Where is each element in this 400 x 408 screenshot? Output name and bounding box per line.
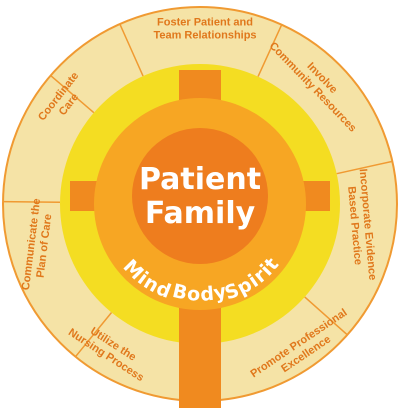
center-label-patient: Patient	[139, 162, 261, 197]
segment-divider	[304, 296, 348, 336]
segment-label-line: Team Relationships	[153, 30, 256, 42]
segment-divider	[257, 24, 283, 77]
center-label-family: Family	[145, 196, 256, 231]
segment-dividers	[3, 23, 393, 358]
segment-label-line: Foster Patient and	[157, 17, 253, 29]
segment-divider	[119, 23, 144, 77]
center-circle	[132, 128, 268, 264]
segment-divider	[50, 74, 95, 114]
segment-divider	[74, 312, 113, 358]
segment-divider	[3, 200, 61, 204]
segment-divider	[336, 160, 393, 175]
dimension-body: Body	[170, 280, 229, 306]
